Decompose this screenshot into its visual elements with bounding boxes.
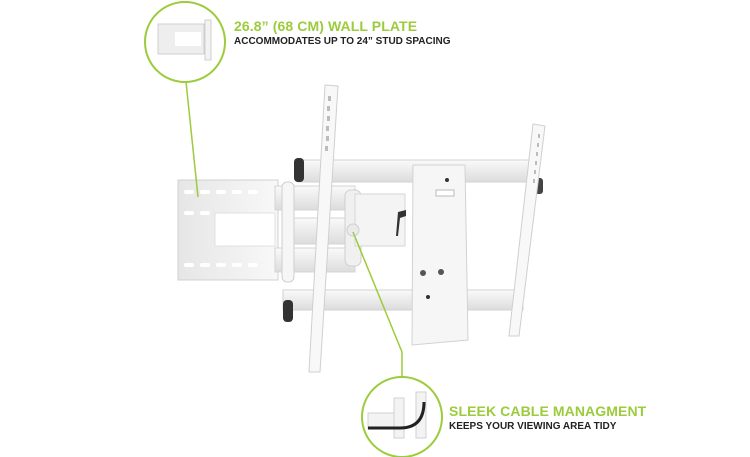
articulating-arms [274, 181, 406, 283]
vertical-tv-brackets [308, 84, 546, 373]
callout-leader-lines [184, 71, 403, 378]
wall-plate-title: 26.8” (68 CM) WALL PLATE [234, 18, 418, 34]
wall-plate [177, 179, 279, 281]
cable-management-inset [361, 376, 443, 457]
wall-plate-inset [144, 1, 226, 83]
wall-plate-subtitle: ACCOMMODATES UP TO 24” STUD SPACING [234, 36, 451, 47]
cable-management-title: SLEEK CABLE MANAGMENT [449, 403, 647, 419]
cable-management-subtitle: KEEPS YOUR VIEWING AREA TIDY [449, 421, 617, 432]
center-adapter-plate [411, 164, 469, 346]
